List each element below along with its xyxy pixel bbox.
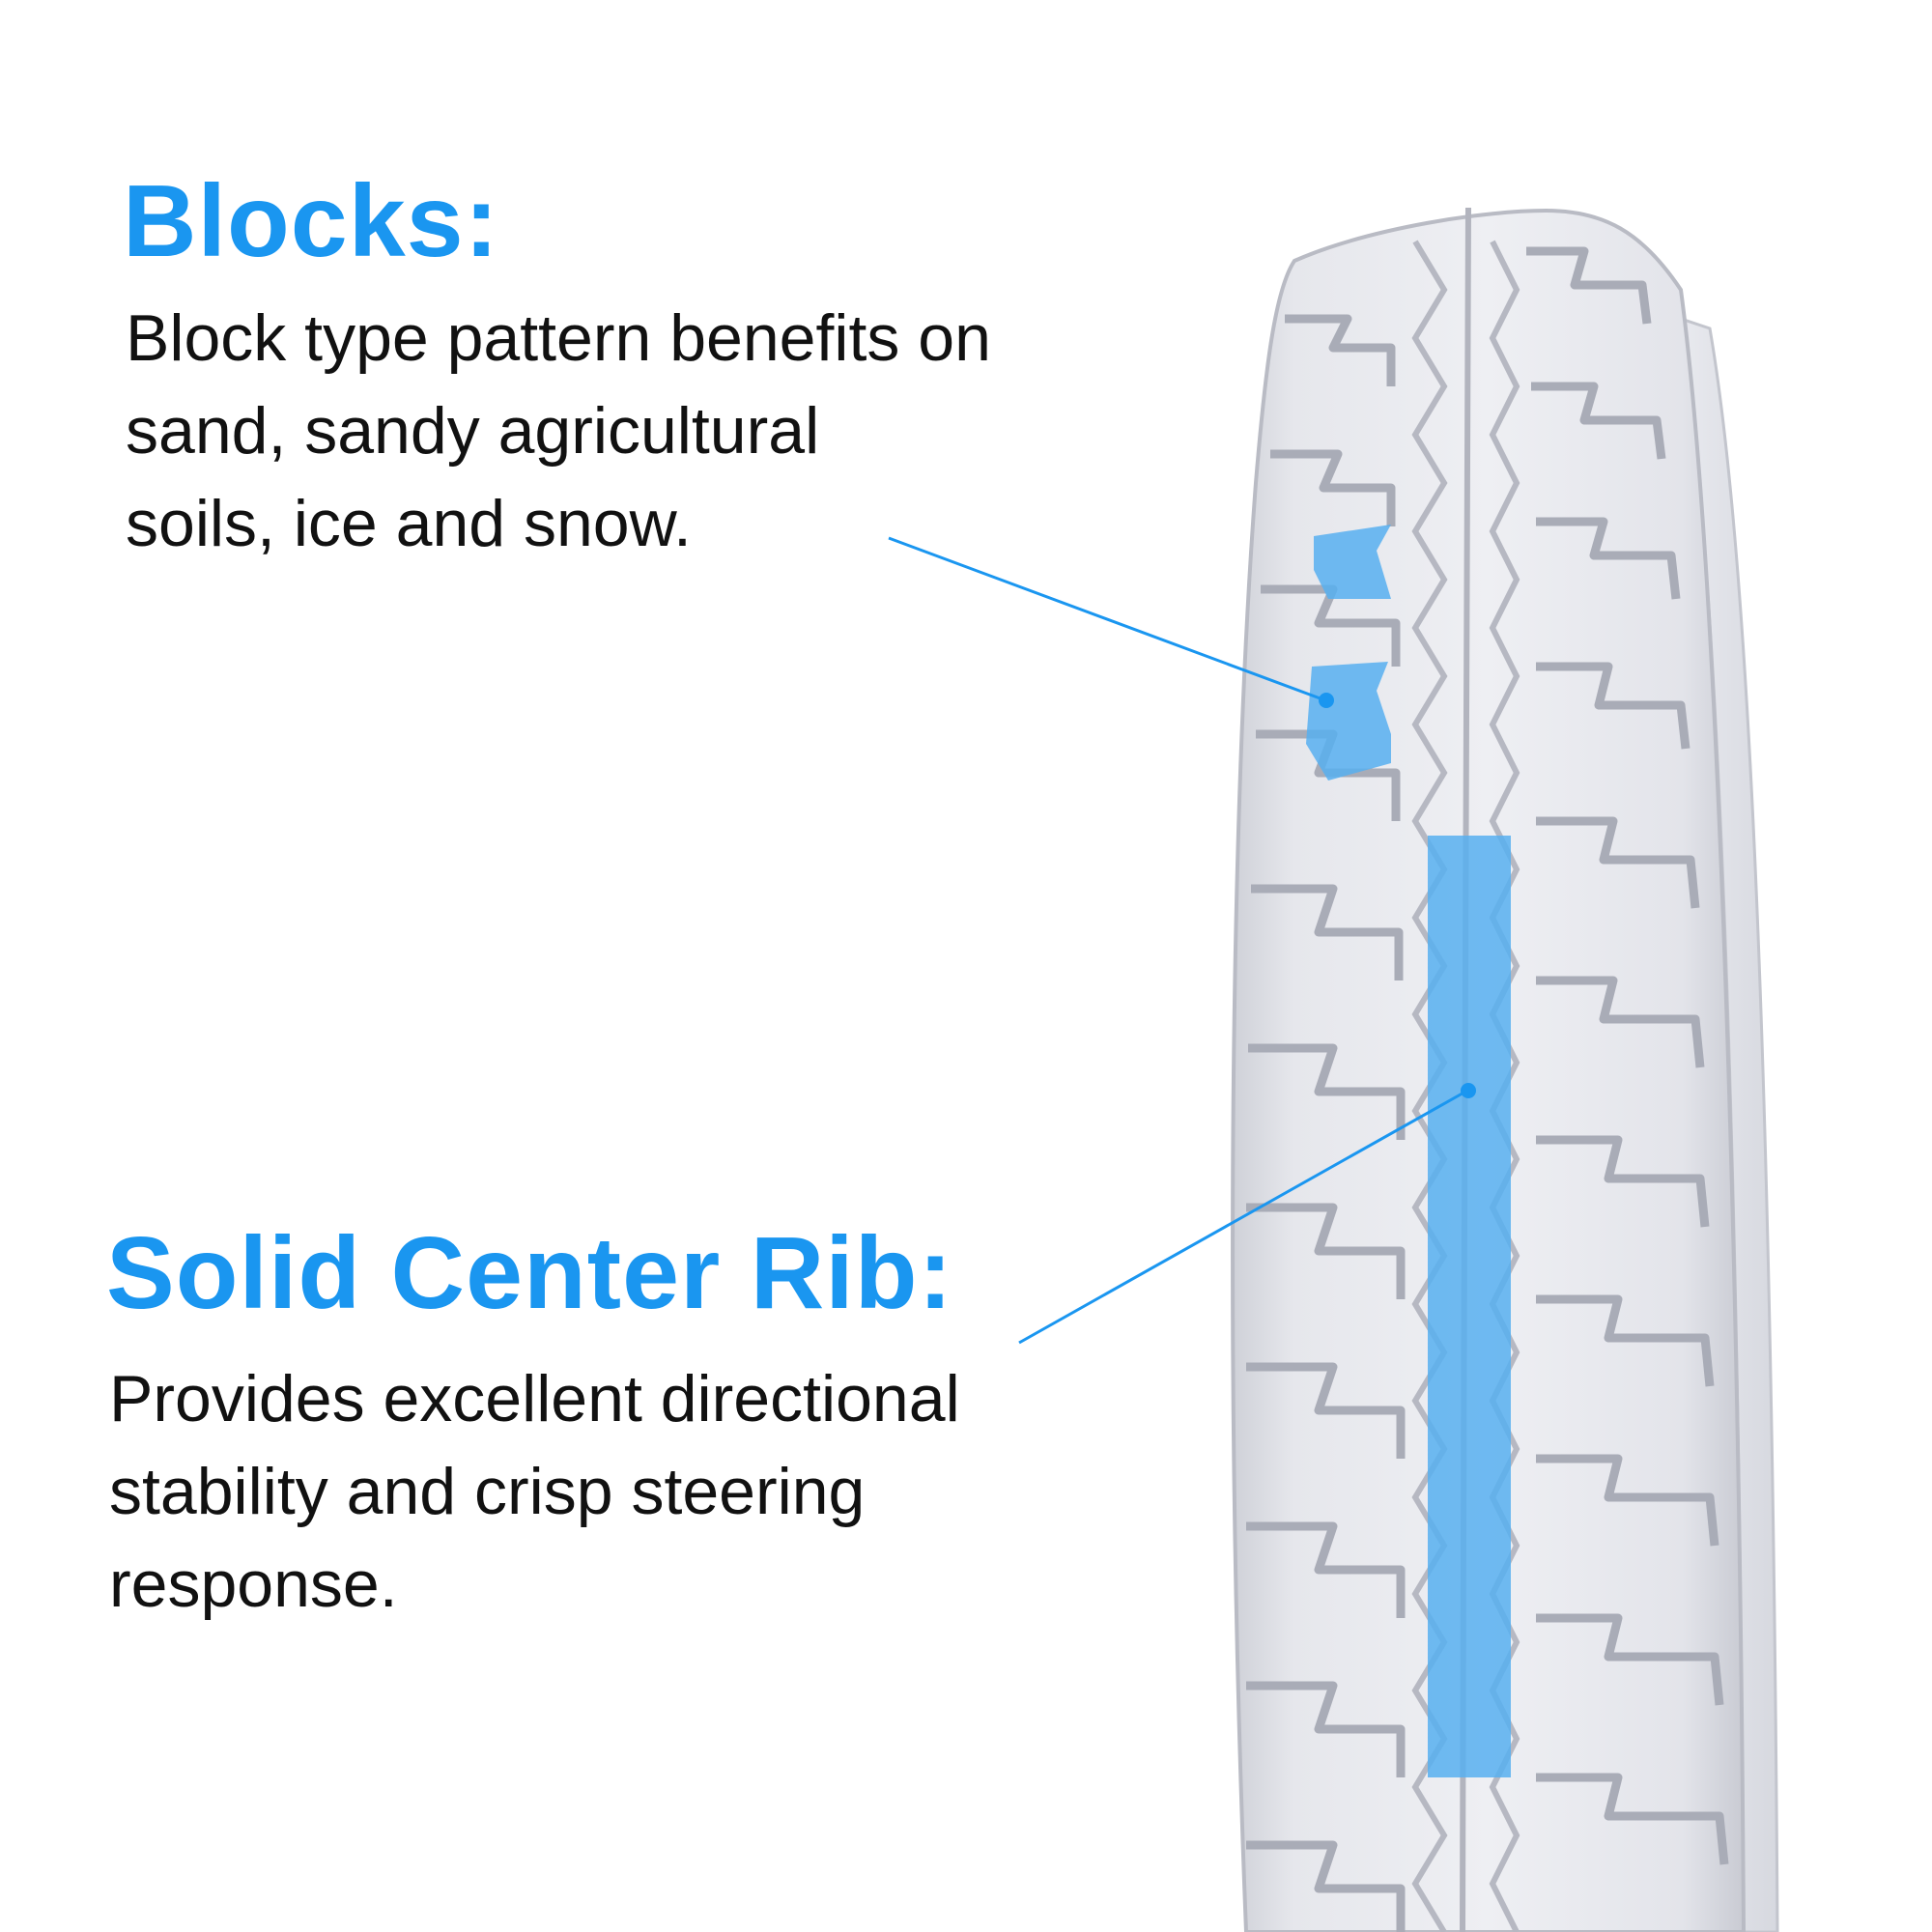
blocks-heading: Blocks:: [123, 164, 499, 278]
center-rib-description: Provides excellent directional stability…: [109, 1352, 1210, 1631]
center-rib-highlight: [1428, 836, 1511, 1777]
blocks-description: Block type pattern benefits on sand, san…: [126, 292, 1227, 570]
tread-blocks-right: [1526, 246, 1729, 1865]
blocks-description-line: soils, ice and snow.: [126, 487, 692, 560]
rib-leader-line: [1018, 1089, 1468, 1345]
blocks-leader-dot: [1319, 693, 1334, 708]
center-rib-heading: Solid Center Rib:: [106, 1216, 953, 1330]
blocks-leader-line: [888, 536, 1326, 702]
tread-blocks-left: [1246, 314, 1406, 1932]
tread-block-highlight: [1306, 525, 1391, 781]
center-rib-description-line: stability and crisp steering: [109, 1455, 866, 1528]
center-rib-description-line: Provides excellent directional: [109, 1362, 960, 1435]
blocks-description-line: Block type pattern benefits on: [126, 301, 991, 375]
center-rib-description-line: response.: [109, 1548, 398, 1621]
blocks-description-line: sand, sandy agricultural: [126, 394, 820, 468]
rib-leader-dot: [1461, 1083, 1476, 1098]
